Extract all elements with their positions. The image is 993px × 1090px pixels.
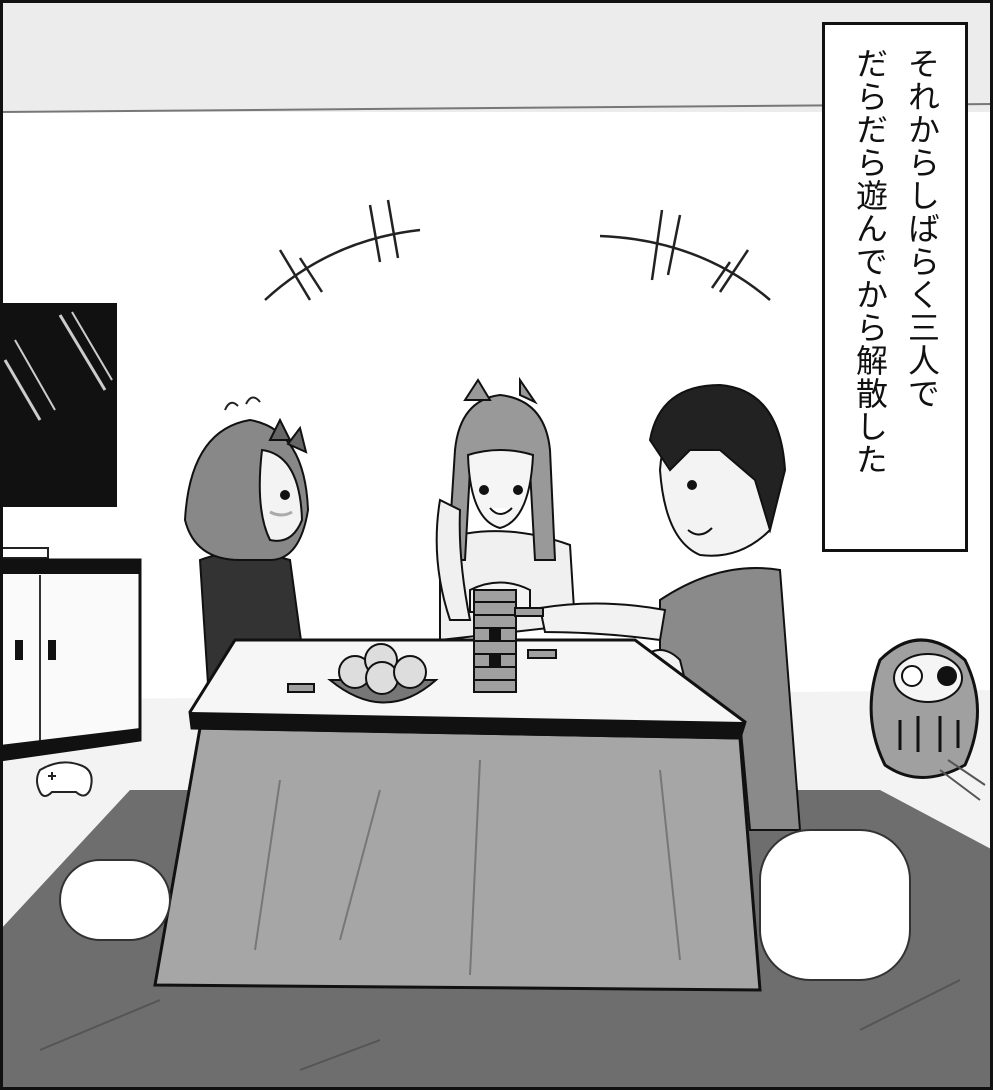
fruit-bowl-icon xyxy=(327,643,439,704)
block-tower-icon xyxy=(287,589,557,693)
narration-box: それからしばらく三人で だらだら遊んでから解散した xyxy=(822,22,968,552)
boy-right xyxy=(538,383,802,831)
daruma-icon xyxy=(869,638,986,801)
cushion-left xyxy=(59,859,171,941)
tv-icon xyxy=(0,303,117,559)
tv-stand-icon xyxy=(0,558,142,762)
narration-line-2: だらだら遊んでから解散した xyxy=(851,47,889,476)
kotatsu-table xyxy=(59,638,911,992)
game-controller-icon xyxy=(36,761,93,797)
motion-lines xyxy=(224,199,771,411)
cushion-right xyxy=(759,829,911,981)
narration-line-1: それからしばらく三人で xyxy=(903,47,941,410)
